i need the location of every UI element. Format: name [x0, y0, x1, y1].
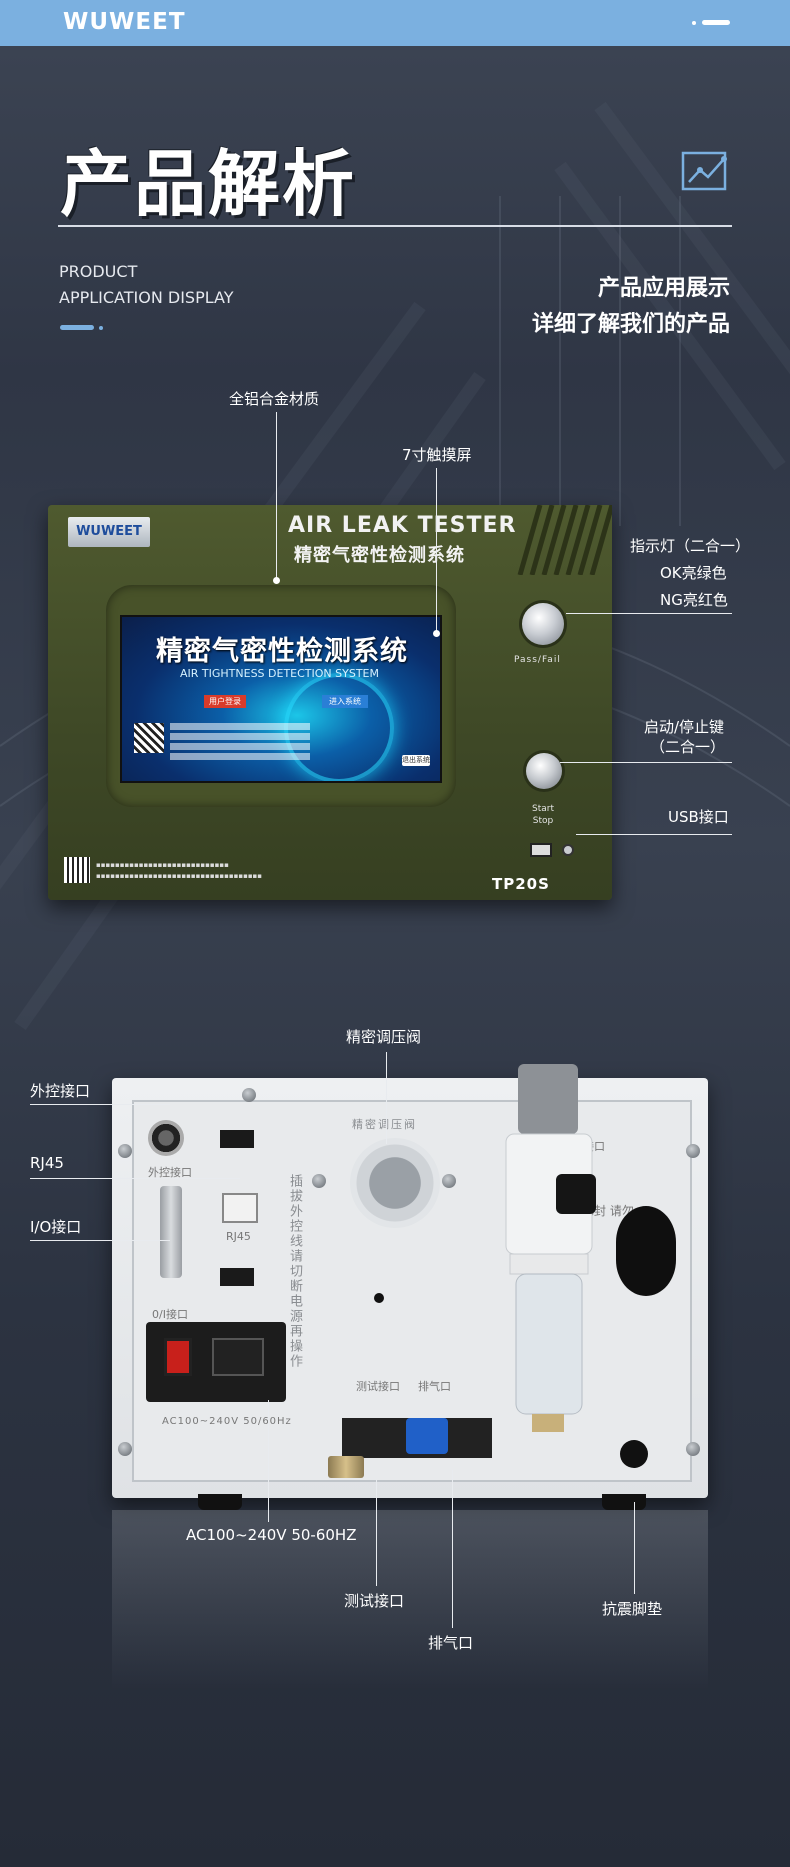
section-subtitle-1: 产品应用展示 [597, 276, 730, 301]
filter-regulator [496, 1064, 606, 1464]
test-port-label: 测试接口 [356, 1380, 400, 1393]
callout-ok-color: OK亮绿色 [660, 564, 727, 582]
callout-start-stop-sub: （二合一） [650, 738, 726, 756]
en-label-product: PRODUCT [59, 262, 138, 281]
callout-external: 外控接口 [30, 1082, 91, 1100]
rj45-port [222, 1193, 258, 1223]
leader-line-io [30, 1240, 170, 1241]
rj45-label: RJ45 [226, 1230, 251, 1243]
callout-ng-color: NG亮红色 [660, 591, 728, 609]
chart-icon [680, 150, 732, 195]
device-qr-code [64, 857, 90, 883]
start-stop-label: Start Stop [532, 803, 554, 827]
leader-line-rj45 [30, 1178, 240, 1179]
menu-icon[interactable] [692, 20, 740, 26]
stop-label: Stop [532, 816, 554, 826]
screen-enter-button[interactable]: 进入系统 [322, 695, 368, 708]
test-port-fitting [328, 1456, 364, 1478]
device-info-line-1: ▪▪▪▪▪▪▪▪▪▪▪▪▪▪▪▪▪▪▪▪▪▪▪▪▪▪▪▪ [96, 861, 229, 869]
touch-screen[interactable]: 精密气密性检测系统 AIR TIGHTNESS DETECTION SYSTEM… [120, 615, 442, 783]
power-socket [212, 1338, 264, 1376]
regulator-label: 精密调压阀 [352, 1118, 417, 1131]
power-rating-label: AC100~240V 50/60Hz [162, 1416, 292, 1427]
back-port-hole [620, 1440, 648, 1468]
device-cn-title: 精密气密性检测系统 [294, 545, 465, 566]
io-connector [160, 1186, 182, 1278]
leader-line-material [276, 412, 277, 580]
device-reflection [112, 1510, 708, 1690]
back-slot-1 [220, 1130, 254, 1148]
leader-line-test-port [376, 1480, 377, 1586]
screen-qr-code [134, 723, 164, 753]
pass-fail-label: Pass/Fail [514, 655, 561, 665]
callout-shock-pad: 抗震脚垫 [602, 1600, 663, 1618]
shock-pad-left [198, 1494, 242, 1510]
page-title: 产品解析 [60, 142, 357, 226]
power-switch[interactable] [164, 1338, 192, 1376]
device-front-panel: WUWEET AIR LEAK TESTER 精密气密性检测系统 精密气密性检测… [48, 504, 615, 900]
en-label-application: APPLICATION DISPLAY [59, 288, 234, 307]
callout-test-port: 测试接口 [344, 1592, 405, 1610]
pressure-gauge [616, 1206, 676, 1296]
screen-title: 精密气密性检测系统 [156, 636, 408, 667]
back-hole [374, 1293, 384, 1303]
callout-io: I/O接口 [30, 1218, 82, 1236]
leader-line-indicator [566, 613, 732, 614]
device-model: TP20S [492, 875, 550, 893]
callout-touchscreen: 7寸触摸屏 [402, 446, 472, 464]
leader-line-usb [576, 834, 732, 835]
screen-info-block [170, 723, 370, 773]
external-control-label: 外控接口 [148, 1166, 192, 1179]
header-divider [58, 225, 732, 227]
device-en-title: AIR LEAK TESTER [288, 513, 517, 538]
callout-material: 全铝合金材质 [229, 390, 320, 408]
start-stop-button[interactable] [526, 753, 562, 789]
callout-start-stop: 启动/停止键 [644, 718, 725, 736]
usb-port [530, 843, 552, 857]
brand-logo[interactable]: WUWEET [63, 9, 186, 35]
pressure-regulator-knob[interactable] [350, 1138, 440, 1228]
callout-indicator: 指示灯（二合一） [630, 537, 751, 555]
pass-fail-indicator [522, 603, 564, 645]
device-info-line-2: ▪▪▪▪▪▪▪▪▪▪▪▪▪▪▪▪▪▪▪▪▪▪▪▪▪▪▪▪▪▪▪▪▪▪▪ [96, 872, 263, 880]
screen-subtitle: AIR TIGHTNESS DETECTION SYSTEM [180, 667, 379, 680]
leader-line-start-stop [560, 762, 732, 763]
leader-dot-touchscreen [433, 630, 440, 637]
external-control-connector [148, 1120, 184, 1156]
leader-dot-material [273, 577, 280, 584]
start-label: Start [532, 804, 554, 814]
back-slot-2 [220, 1268, 254, 1286]
warning-text: 插拔外控线请切断电源再操作 [287, 1174, 302, 1369]
callout-usb: USB接口 [668, 808, 729, 826]
leader-line-touchscreen [436, 468, 437, 632]
top-bar [0, 0, 790, 46]
callout-power: AC100~240V 50-60HZ [186, 1526, 357, 1544]
usb-indicator [562, 844, 574, 856]
leader-line-power [268, 1400, 269, 1522]
callout-regulator: 精密调压阀 [346, 1028, 422, 1046]
device-back-panel: 外控接口 RJ45 0/I接口 插拔外控线请切断电源再操作 AC100~240V… [112, 1064, 708, 1498]
callout-rj45: RJ45 [30, 1154, 64, 1172]
io-label: 0/I接口 [152, 1308, 188, 1321]
leader-line-regulator [386, 1052, 387, 1144]
device-grooves [506, 504, 615, 576]
leader-line-exhaust [452, 1470, 453, 1628]
callout-exhaust: 排气口 [428, 1634, 474, 1652]
screen-exit-button[interactable]: 退出系统 [402, 755, 430, 766]
exhaust-label: 排气口 [418, 1380, 451, 1393]
shock-pad-right [602, 1494, 646, 1510]
device-logo: WUWEET [68, 517, 150, 547]
accent-bar [60, 325, 94, 330]
screen-login-button[interactable]: 用户登录 [204, 695, 246, 708]
exhaust-valve [406, 1418, 448, 1454]
accent-dot [99, 326, 103, 330]
leader-line-shock-pad [634, 1502, 635, 1594]
section-subtitle-2: 详细了解我们的产品 [531, 312, 730, 337]
leader-line-external [30, 1104, 170, 1105]
